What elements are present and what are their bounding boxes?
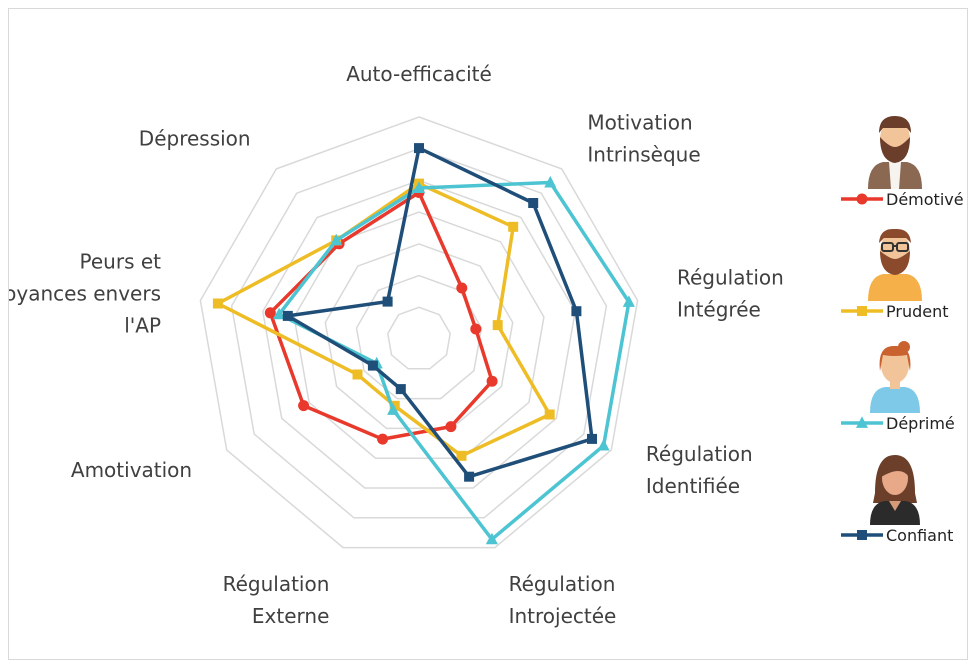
axis-label-auto-efficacite: Auto-efficacité	[346, 62, 492, 86]
legend-item-confiant: Confiant	[841, 455, 953, 545]
data-point-demotive-5	[377, 433, 389, 445]
data-point-demotive-2	[470, 323, 482, 335]
data-point-demotive-6	[298, 400, 310, 412]
data-point-prudent-1	[508, 221, 519, 232]
axis-label-peurs-et: Peurs et	[80, 250, 162, 274]
grid-ring	[324, 243, 514, 430]
legend-item-demotive: Démotivé	[841, 116, 964, 209]
data-point-prudent-6	[352, 369, 363, 380]
series-layer	[212, 143, 635, 545]
data-point-deprime-0	[412, 181, 426, 193]
series-line-deprime	[277, 180, 631, 542]
legend-label-prudent: Prudent	[886, 302, 949, 321]
data-point-confiant-5	[395, 384, 406, 395]
legend-marker-deprime	[856, 416, 868, 428]
data-point-confiant-3	[587, 433, 597, 444]
legend-marker-confiant	[857, 530, 867, 540]
data-point-demotive-3	[486, 375, 498, 387]
legend-item-deprime: Déprimé	[841, 341, 955, 433]
data-point-deprime-7	[273, 307, 286, 320]
data-point-demotive-4	[445, 421, 457, 433]
legend-label-confiant: Confiant	[886, 526, 953, 545]
data-point-demotive-7	[264, 307, 276, 319]
data-point-demotive-1	[456, 282, 468, 294]
series-line-prudent	[216, 181, 552, 458]
axis-label-motivation: Motivation	[587, 110, 692, 134]
legend-item-prudent: Prudent	[841, 228, 949, 321]
axis-label-croyances-envers: Croyances envers	[9, 282, 161, 306]
series-line-confiant	[286, 146, 594, 479]
axis-label-introjectee: Introjectée	[509, 604, 617, 628]
data-point-confiant-8	[382, 296, 393, 307]
data-point-confiant-6	[367, 360, 378, 371]
dark-haired-woman-icon	[870, 455, 920, 525]
grid-ring	[230, 147, 608, 519]
grid-ring	[387, 306, 451, 370]
data-point-confiant-2	[571, 306, 582, 317]
axis-label-intrinseque: Intrinsèque	[587, 142, 700, 166]
legend-marker-prudent	[857, 306, 867, 316]
axis-label-identifiee: Identifiée	[646, 474, 740, 498]
data-point-deprime-1	[544, 175, 557, 188]
grid-ring	[293, 211, 545, 459]
radar-chart: Auto-efficacitéMotivationIntrinsèqueRégu…	[9, 62, 964, 628]
axis-label-externe: Externe	[252, 604, 329, 628]
red-haired-woman-icon	[870, 341, 920, 413]
axis-label-regulation: Régulation	[677, 266, 784, 290]
data-point-deprime-2	[622, 295, 635, 307]
data-point-confiant-4	[464, 471, 475, 482]
axis-label-amotivation: Amotivation	[71, 458, 192, 482]
axis-label-l-ap: l'AP	[124, 314, 161, 338]
man-glasses-icon	[868, 228, 922, 301]
series-deprime	[273, 175, 635, 545]
axis-label-integree: Intégrée	[677, 298, 761, 322]
legend-label-demotive: Démotivé	[886, 190, 964, 209]
data-point-confiant-1	[528, 198, 539, 208]
data-point-prudent-5	[389, 400, 400, 411]
data-point-confiant-7	[282, 310, 293, 321]
grid-ring	[199, 116, 639, 549]
data-point-deprime-3	[597, 439, 610, 451]
data-point-prudent-4	[456, 450, 467, 461]
axis-labels: Auto-efficacitéMotivationIntrinsèqueRégu…	[9, 62, 784, 628]
legend-marker-demotive	[856, 193, 868, 205]
axis-label-regulation: Régulation	[646, 442, 753, 466]
axis-label-regulation: Régulation	[509, 572, 616, 596]
axis-label-depression: Dépression	[139, 126, 251, 150]
bearded-man-icon	[868, 116, 922, 189]
legend-label-deprime: Déprimé	[886, 414, 955, 433]
data-point-deprime-8	[330, 233, 343, 246]
data-point-deprime-5	[387, 403, 400, 415]
data-point-deprime-4	[485, 532, 498, 545]
data-point-prudent-7	[212, 298, 223, 309]
axis-label-regulation: Régulation	[223, 572, 330, 596]
data-point-prudent-3	[544, 409, 555, 420]
series-confiant	[282, 143, 597, 482]
data-point-confiant-0	[414, 143, 424, 154]
data-point-prudent-2	[492, 320, 503, 331]
series-line-demotive	[268, 190, 494, 441]
